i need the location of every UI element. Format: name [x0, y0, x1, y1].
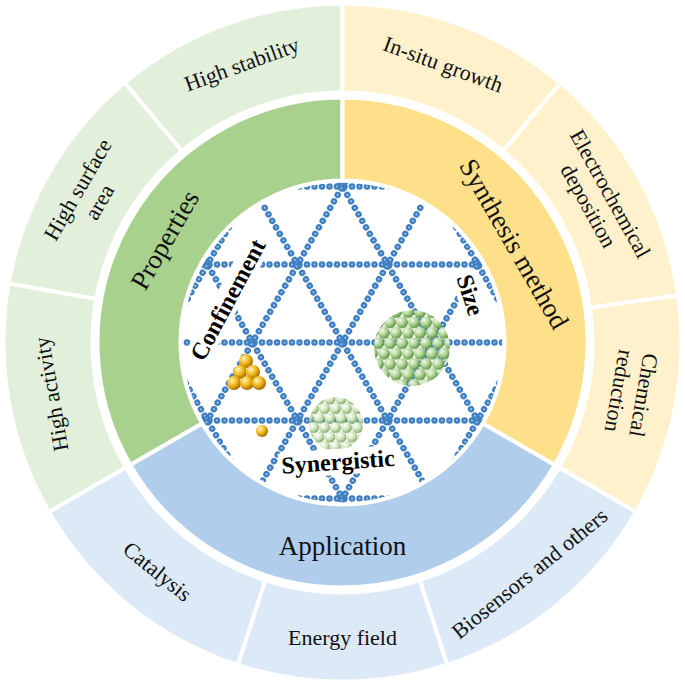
gold-atom	[227, 376, 241, 390]
segment-shape	[238, 580, 448, 681]
segment-text-box: Application	[279, 530, 406, 560]
segment-shape	[9, 83, 182, 299]
segment-text-box: Energy field	[288, 625, 397, 650]
segment-label: Application	[279, 530, 406, 560]
gold-atom	[252, 376, 266, 390]
gold-single-atom	[256, 425, 268, 437]
gold-cluster	[227, 354, 266, 390]
segment-shape	[420, 468, 636, 665]
segment-shape	[503, 83, 678, 308]
large-nanoparticle	[374, 310, 450, 386]
gold-atom	[240, 376, 254, 390]
medium-nanoparticle	[309, 397, 363, 451]
segment-shape	[49, 468, 265, 665]
segment-label: Energy field	[288, 625, 397, 650]
